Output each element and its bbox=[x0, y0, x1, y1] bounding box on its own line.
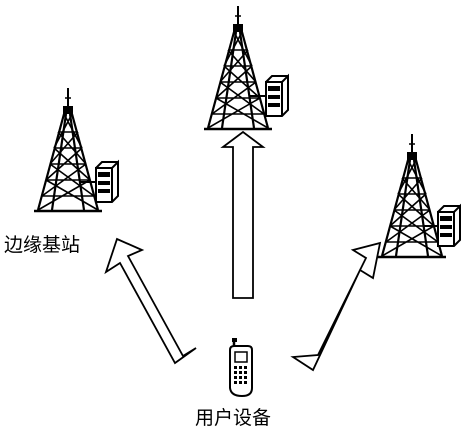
edge-station-left bbox=[32, 86, 119, 213]
mobile-phone-icon bbox=[229, 338, 253, 398]
edge-base-station-label: 边缘基站 bbox=[4, 234, 81, 256]
hollow-arrow-icon bbox=[220, 130, 266, 299]
server-icon bbox=[437, 205, 461, 247]
cell-tower-icon bbox=[32, 86, 104, 213]
cell-tower-icon bbox=[376, 132, 448, 259]
hollow-arrow-icon bbox=[104, 237, 197, 365]
user-equipment-label: 用户设备 bbox=[195, 407, 272, 429]
edge-station-right bbox=[376, 132, 461, 259]
server-icon bbox=[265, 75, 289, 117]
server-icon bbox=[95, 161, 119, 203]
edge-station-top bbox=[202, 4, 289, 131]
cell-tower-icon bbox=[202, 4, 274, 131]
hollow-arrow-icon bbox=[290, 241, 382, 372]
